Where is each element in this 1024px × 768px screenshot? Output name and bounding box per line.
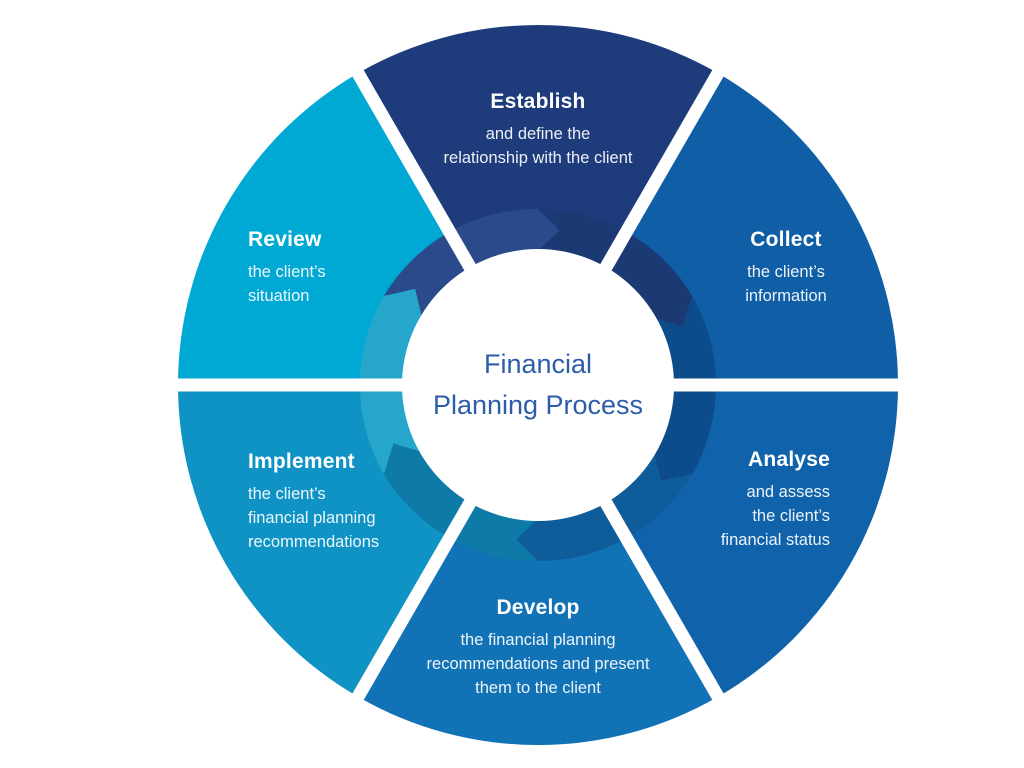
segment-subtext-line: the financial planning bbox=[460, 631, 616, 649]
segment-label-collect: Collect the client’s information bbox=[745, 228, 827, 308]
wedge-establish bbox=[358, 24, 718, 386]
segment-subtext-line: financial status bbox=[720, 531, 830, 549]
center-circle bbox=[402, 249, 674, 521]
segment-heading: Review bbox=[248, 228, 322, 251]
segment-subtext-line: the client’s bbox=[747, 263, 825, 281]
segment-subtext-line: and assess bbox=[746, 483, 830, 501]
segment-subtext-line: situation bbox=[248, 287, 310, 305]
wedge-develop bbox=[358, 385, 718, 746]
center-title: Financial Planning Process bbox=[433, 344, 643, 426]
segment-heading: Implement bbox=[248, 450, 355, 473]
segment-subtext-line: and define the bbox=[485, 125, 591, 143]
segment-subtext-line: recommendations bbox=[248, 533, 380, 551]
segment-label-implement: Implement the client’s financial plannin… bbox=[248, 450, 379, 554]
segment-subtext-line: recommendations and present bbox=[426, 655, 650, 673]
center-title-line1: Financial bbox=[483, 349, 593, 379]
segment-subtext-line: the client’s bbox=[248, 485, 326, 503]
segment-subtext-line: financial planning bbox=[248, 509, 376, 527]
segment-subtext-line: the client’s bbox=[752, 507, 830, 525]
segment-subtext-line: relationship with the client bbox=[443, 149, 633, 167]
center-title-line2: Planning Process bbox=[432, 390, 644, 420]
segment-heading: Develop bbox=[496, 596, 580, 619]
segment-subtext-line: them to the client bbox=[475, 679, 601, 697]
ring-arrow-establish-to-collect bbox=[538, 208, 693, 327]
segment-label-develop: Develop the financial planning recommend… bbox=[427, 596, 650, 700]
segment-label-analyse: Analyse and assess the client’s financia… bbox=[721, 448, 830, 552]
segment-label-review: Review the client’s situation bbox=[248, 228, 326, 308]
segment-heading: Analyse bbox=[748, 448, 830, 471]
segment-heading: Establish bbox=[490, 90, 586, 113]
ring-arrow-develop-to-implement bbox=[383, 443, 538, 562]
segment-heading: Collect bbox=[750, 228, 822, 251]
segment-subtext-line: the client’s bbox=[248, 263, 326, 281]
segment-subtext-line: information bbox=[745, 287, 827, 305]
segment-label-establish: Establish and define the relationship wi… bbox=[444, 90, 633, 170]
